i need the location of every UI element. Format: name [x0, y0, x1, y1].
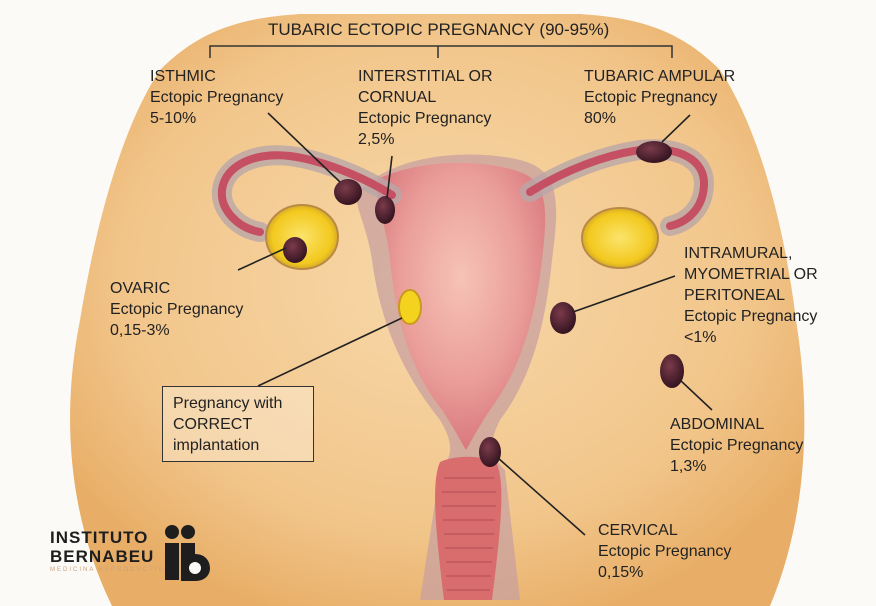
cervical-subtitle: Ectopic Pregnancy	[598, 541, 731, 562]
ampular-subtitle: Ectopic Pregnancy	[584, 87, 735, 108]
logo-line-2: BERNABEU	[50, 547, 170, 566]
logo-line-1: INSTITUTO	[50, 528, 170, 547]
right-ovary	[582, 208, 658, 268]
interstitial-subtitle: Ectopic Pregnancy	[358, 108, 493, 129]
abdominal-percentage: 1,3%	[670, 456, 803, 477]
correct-line-1: Pregnancy with	[173, 393, 282, 414]
ampular-heading: TUBARIC AMPULAR	[584, 66, 735, 87]
ampular-embryo	[636, 141, 672, 163]
ovaric-heading: OVARIC	[110, 278, 243, 299]
ovaric-embryo	[283, 237, 307, 263]
abdominal-heading: ABDOMINAL	[670, 414, 803, 435]
cervical-embryo	[479, 437, 501, 467]
intramural-heading-1: INTRAMURAL,	[684, 243, 818, 264]
intramural-heading-3: PERITONEAL	[684, 285, 818, 306]
interstitial-heading-2: CORNUAL	[358, 87, 493, 108]
logo-icon	[162, 524, 212, 584]
cervical-heading: CERVICAL	[598, 520, 731, 541]
logo-line-3: MEDICINA REPRODUCTIVA	[50, 566, 170, 574]
intramural-percentage: <1%	[684, 327, 818, 348]
isthmic-embryo	[334, 179, 362, 205]
isthmic-label: ISTHMIC Ectopic Pregnancy 5-10%	[150, 66, 283, 129]
correct-line-3: implantation	[173, 435, 259, 456]
correct-line-2: CORRECT	[173, 414, 252, 435]
ampular-label: TUBARIC AMPULAR Ectopic Pregnancy 80%	[584, 66, 735, 129]
intramural-heading-2: MYOMETRIAL or	[684, 264, 818, 285]
logo-text: INSTITUTO BERNABEU MEDICINA REPRODUCTIVA	[50, 528, 170, 574]
ovaric-percentage: 0,15-3%	[110, 320, 243, 341]
intramural-label: INTRAMURAL, MYOMETRIAL or PERITONEAL Ect…	[684, 243, 818, 348]
cervical-label: CERVICAL Ectopic Pregnancy 0,15%	[598, 520, 731, 583]
isthmic-heading: ISTHMIC	[150, 66, 283, 87]
interstitial-embryo	[375, 196, 395, 224]
isthmic-subtitle: Ectopic Pregnancy	[150, 87, 283, 108]
cervical-percentage: 0,15%	[598, 562, 731, 583]
ampular-percentage: 80%	[584, 108, 735, 129]
abdominal-embryo	[660, 354, 684, 388]
intramural-subtitle: Ectopic Pregnancy	[684, 306, 818, 327]
abdominal-subtitle: Ectopic Pregnancy	[670, 435, 803, 456]
correct-implantation-embryo	[399, 290, 421, 324]
isthmic-percentage: 5-10%	[150, 108, 283, 129]
interstitial-heading-1: INTERSTITIAL or	[358, 66, 493, 87]
ovaric-label: OVARIC Ectopic Pregnancy 0,15-3%	[110, 278, 243, 341]
intramural-embryo	[550, 302, 576, 334]
interstitial-percentage: 2,5%	[358, 129, 493, 150]
interstitial-label: INTERSTITIAL or CORNUAL Ectopic Pregnanc…	[358, 66, 493, 150]
abdominal-label: ABDOMINAL Ectopic Pregnancy 1,3%	[670, 414, 803, 477]
title: TUBARIC ECTOPIC PREGNANCY (90-95%)	[268, 20, 609, 40]
correct-implantation-box: Pregnancy with CORRECT implantation	[162, 386, 314, 462]
ovaric-subtitle: Ectopic Pregnancy	[110, 299, 243, 320]
